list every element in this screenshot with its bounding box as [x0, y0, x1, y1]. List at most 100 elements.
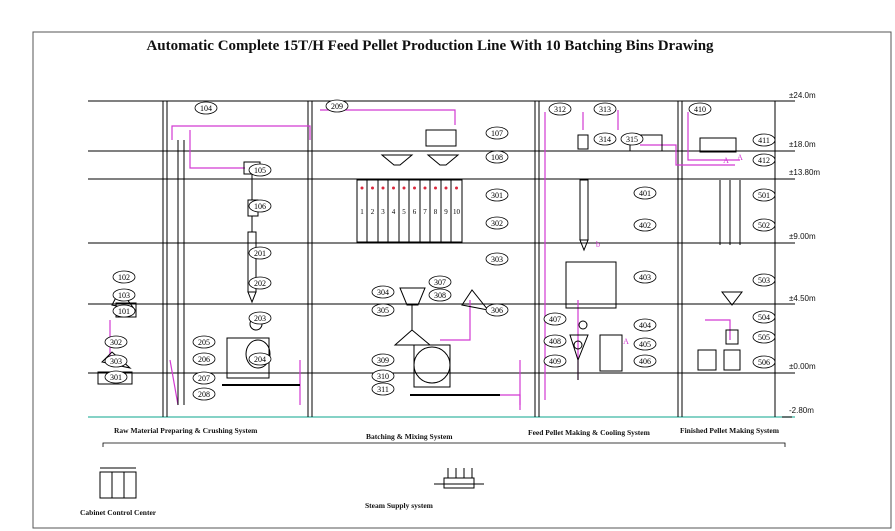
- bin-marker: [455, 186, 458, 190]
- equipment-label: 302: [110, 338, 122, 347]
- equipment-label: A: [723, 156, 729, 165]
- equipment-label: A: [623, 337, 629, 346]
- system-label-pellet: Feed Pellet Making & Cooling System: [528, 428, 650, 437]
- equipment-label: 313: [599, 105, 611, 114]
- equipment-label: 104: [200, 104, 212, 113]
- bin-number: 8: [434, 208, 438, 216]
- level-9: ±9.00m: [789, 232, 816, 241]
- label-bubble: [633, 354, 657, 368]
- equipment-label: 404: [639, 321, 651, 330]
- label-bubble: [620, 132, 644, 146]
- sheet-border: [32, 31, 892, 529]
- bin-number: 5: [402, 208, 406, 216]
- label-bubble: [688, 102, 712, 116]
- label-bubble: [752, 218, 776, 232]
- label-bubble: [104, 335, 128, 349]
- bin-number: 10: [453, 208, 461, 216]
- equipment-label: 406: [639, 357, 651, 366]
- equipment-label: 205: [198, 338, 210, 347]
- system-label-raw: Raw Material Preparing & Crushing System: [114, 426, 258, 435]
- label-bubble: [192, 352, 216, 366]
- equipment-label: 308: [434, 291, 446, 300]
- equipment-label: 105: [254, 166, 266, 175]
- equipment-label: 107: [491, 129, 503, 138]
- label-bubble: [543, 334, 567, 348]
- equipment-label: 203: [254, 314, 266, 323]
- bin-number: 7: [423, 208, 427, 216]
- label-bubble: [371, 369, 395, 383]
- level-minus-2-8: -2.80m: [789, 406, 814, 415]
- label-bubble: [248, 246, 272, 260]
- equipment-label: 502: [758, 221, 770, 230]
- bin-number: 6: [413, 208, 417, 216]
- equipment-label: 101: [118, 307, 130, 316]
- label-bubble: [112, 304, 136, 318]
- bin-marker: [392, 186, 395, 190]
- bin-marker: [360, 186, 364, 190]
- equipment-label: 503: [758, 276, 770, 285]
- label-bubble: [593, 102, 617, 116]
- cabinet-label: Cabinet Control Center: [80, 508, 157, 517]
- label-bubble: [752, 310, 776, 324]
- label-bubble: [485, 150, 509, 164]
- label-bubble: [192, 387, 216, 401]
- equipment-label: 309: [377, 356, 389, 365]
- label-bubble: [485, 188, 509, 202]
- bottom-equipment: [99, 467, 484, 499]
- equipment-label: 303: [491, 255, 503, 264]
- equipment-label: 202: [254, 279, 266, 288]
- label-bubble: [371, 303, 395, 317]
- label-bubble: [371, 353, 395, 367]
- label-bubble: [104, 370, 128, 384]
- equipment-label: 103: [118, 291, 130, 300]
- label-bubble: [633, 318, 657, 332]
- label-bubble: [428, 275, 452, 289]
- equipment-label: 201: [254, 249, 266, 258]
- equipment-label: 411: [758, 136, 770, 145]
- equipment-label: 204: [254, 355, 266, 364]
- label-bubble: [112, 288, 136, 302]
- equipment-label: 208: [198, 390, 210, 399]
- label-bubble: [248, 352, 272, 366]
- label-bubble: [371, 285, 395, 299]
- equipment-label: 401: [639, 189, 651, 198]
- label-bubble: [194, 101, 218, 115]
- label-bubble: [104, 354, 128, 368]
- bin-marker: [402, 186, 406, 190]
- label-bubble: [543, 354, 567, 368]
- label-bubble: [192, 335, 216, 349]
- equipment-label: 102: [118, 273, 130, 282]
- label-bubble: [428, 288, 452, 302]
- steam-label: Steam Supply system: [365, 501, 433, 510]
- label-bubble: [752, 330, 776, 344]
- equipment-label: 307: [434, 278, 446, 287]
- label-bubble: [633, 270, 657, 284]
- bin-number: 4: [392, 208, 396, 216]
- level-marks: [782, 100, 792, 418]
- equipment-label: 505: [758, 333, 770, 342]
- label-bubble: [248, 311, 272, 325]
- equipment-label: 206: [198, 355, 210, 364]
- equipment-label: 304: [377, 288, 389, 297]
- bin-number: 9: [444, 208, 448, 216]
- equipment-label: 506: [758, 358, 770, 367]
- equipment-label: 314: [599, 135, 611, 144]
- equipment-label: b: [596, 240, 600, 249]
- equipment-label: 409: [549, 357, 561, 366]
- label-bubble: [248, 199, 272, 213]
- label-bubble: [752, 133, 776, 147]
- equipment-label: 310: [377, 372, 389, 381]
- equipment-label: 312: [554, 105, 566, 114]
- label-bubble: [485, 216, 509, 230]
- label-bubble: [633, 186, 657, 200]
- bin-marker: [371, 186, 374, 190]
- bin-marker: [434, 186, 437, 190]
- equipment-label: 301: [110, 373, 122, 382]
- equipment-label: A: [737, 153, 743, 162]
- equipment-labels: 1041051062012022032042052062072081021031…: [104, 99, 776, 401]
- label-bubble: [371, 382, 395, 396]
- bin-number: 2: [371, 208, 375, 216]
- equipment-label: 501: [758, 191, 770, 200]
- level-13-8: ±13.80m: [789, 168, 821, 177]
